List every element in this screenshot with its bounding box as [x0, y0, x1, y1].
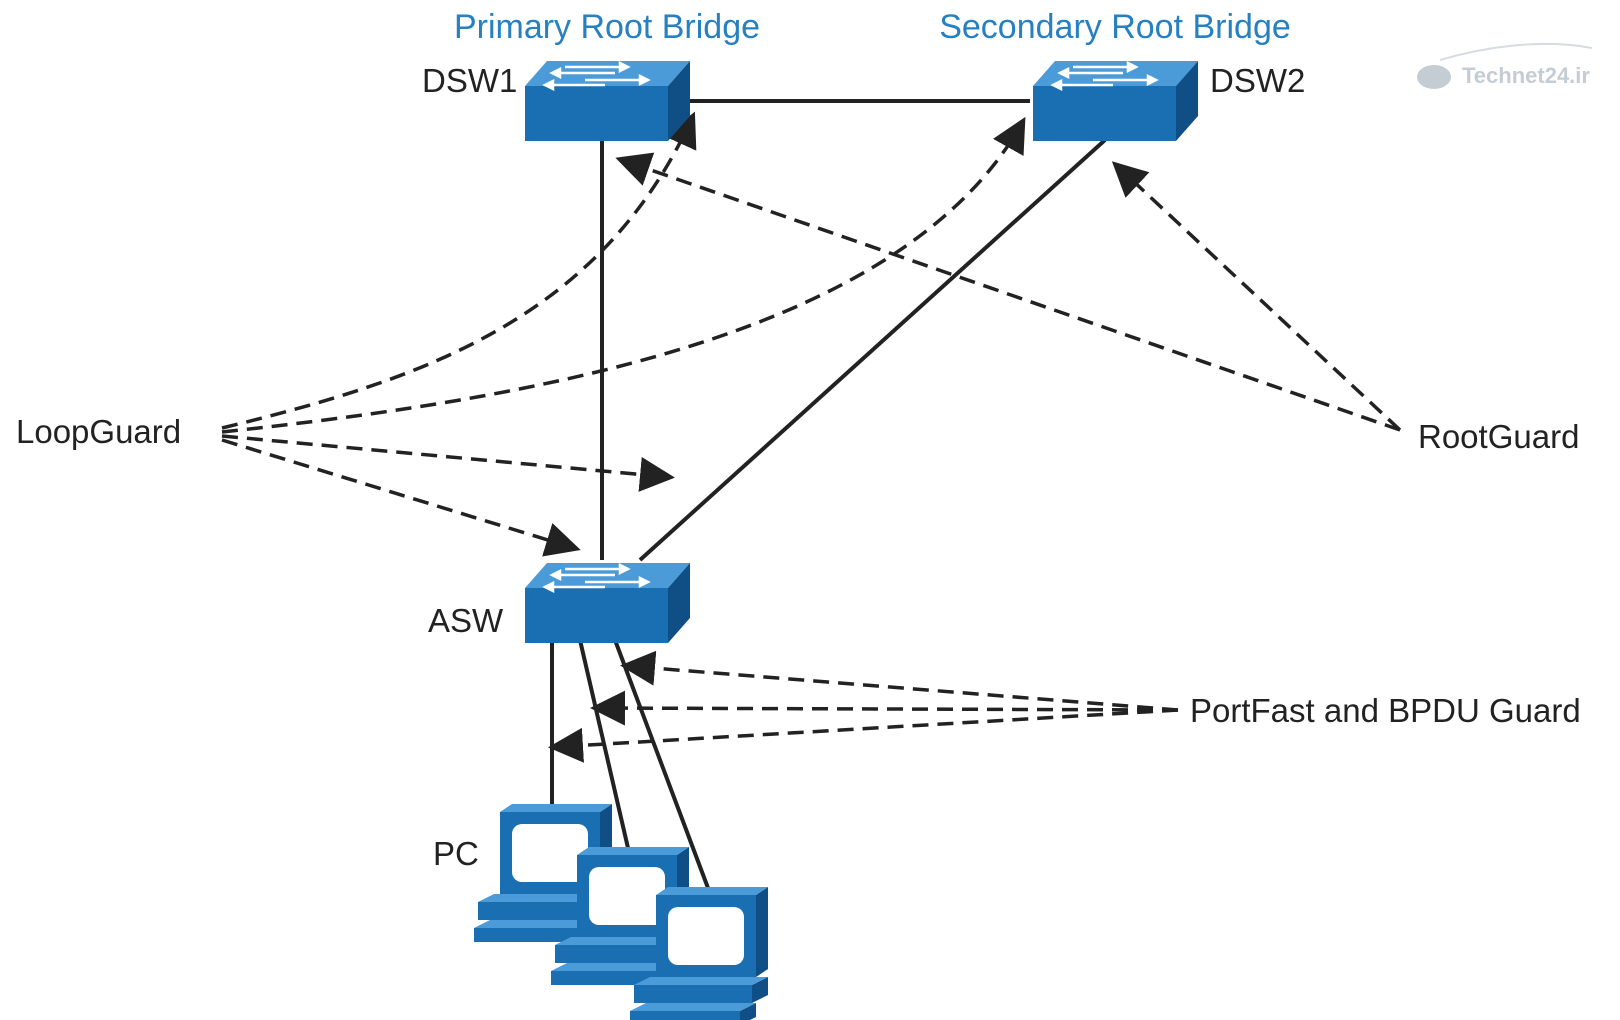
primary-root-bridge-title: Primary Root Bridge: [454, 8, 760, 46]
rootguard-arrow-dsw1-port: [615, 152, 1401, 432]
portfast-arrow-1: [620, 650, 1179, 712]
asw-label: ASW: [428, 602, 504, 639]
dsw2-switch-icon: [1031, 59, 1200, 143]
asw-switch-icon: [523, 561, 692, 645]
dsw1-switch-icon: [523, 59, 692, 143]
portfast-arrow-2: [590, 690, 1179, 726]
loopguard-arrow-asw: [221, 438, 581, 557]
loopguard-arrow-dsw1: [221, 111, 697, 430]
link-dsw2-asw: [638, 138, 1107, 562]
loopguard-label: LoopGuard: [16, 413, 181, 450]
pc-label: PC: [433, 835, 479, 872]
loopguard-arrow-dsw2: [221, 116, 1026, 434]
dsw2-label: DSW2: [1210, 62, 1305, 99]
watermark-text: Technet24.ir: [1462, 63, 1590, 88]
dsw1-label: DSW1: [422, 62, 517, 99]
rootguard-label: RootGuard: [1418, 418, 1579, 455]
portfast-arrow-3: [548, 708, 1179, 763]
rootguard-arrow-dsw2-port: [1111, 161, 1402, 432]
watermark-logo: Technet24.ir: [1417, 42, 1593, 89]
portfast-bpdu-guard-label: PortFast and BPDU Guard: [1190, 692, 1581, 729]
secondary-root-bridge-title: Secondary Root Bridge: [939, 8, 1291, 46]
